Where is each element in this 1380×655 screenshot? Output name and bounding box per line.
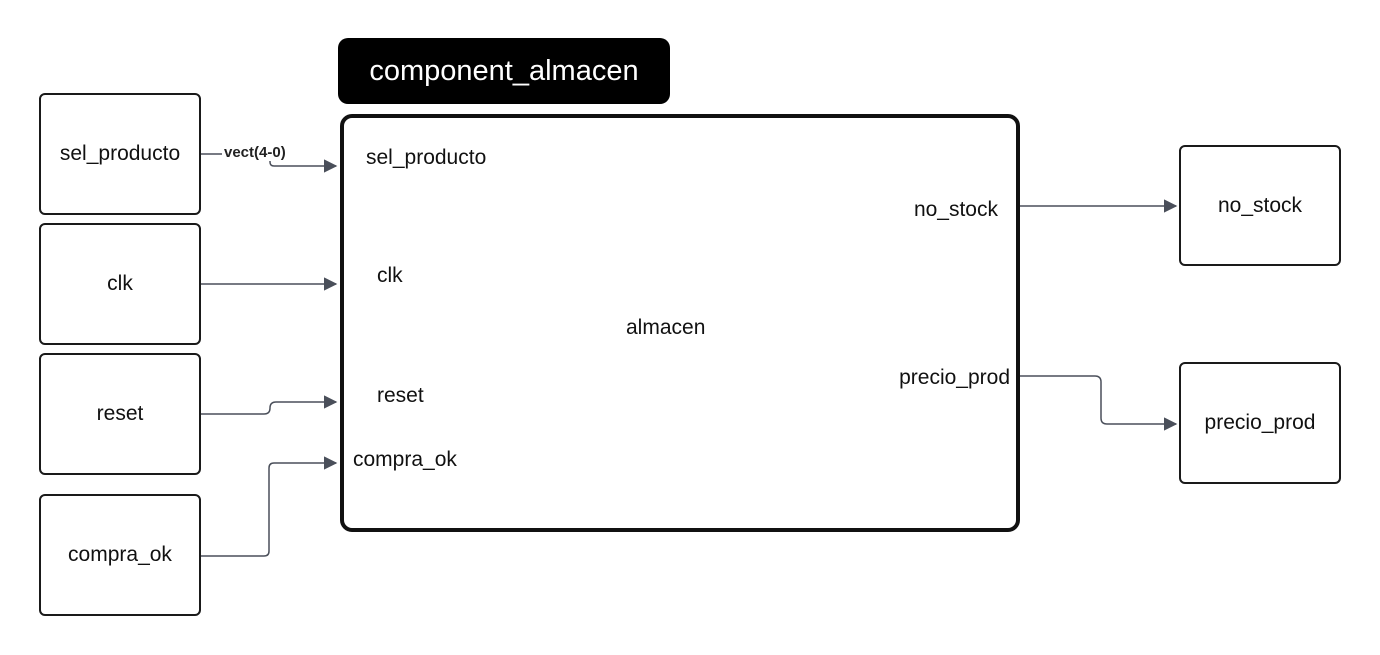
output-node-precio-prod[interactable]: precio_prod <box>1179 362 1341 484</box>
output-node-label: no_stock <box>1217 193 1303 217</box>
port-in-compra-ok: compra_ok <box>353 448 457 471</box>
component-title: component_almacen <box>338 38 670 104</box>
input-node-sel-producto[interactable]: sel_producto <box>39 93 201 215</box>
component-name: almacen <box>626 316 706 339</box>
wire-compra-ok <box>201 456 338 557</box>
input-node-clk[interactable]: clk <box>39 223 201 345</box>
wire-reset <box>201 395 338 415</box>
input-node-reset[interactable]: reset <box>39 353 201 475</box>
input-node-label: sel_producto <box>59 142 181 165</box>
input-node-label: compra_ok <box>68 543 172 566</box>
output-node-label: precio_prod <box>1204 411 1316 434</box>
port-out-no-stock: no_stock <box>913 198 998 221</box>
input-node-compra-ok[interactable]: compra_ok <box>39 494 201 616</box>
edge-label-sel-producto: vect(4-0) <box>222 144 288 161</box>
port-in-sel-producto: sel_producto <box>366 146 487 169</box>
output-node-no-stock[interactable]: no_stock <box>1179 145 1341 266</box>
port-in-clk: clk <box>377 264 403 287</box>
component-block[interactable]: sel_producto clk reset compra_ok no_stoc… <box>340 114 1020 532</box>
input-node-label: clk <box>107 272 133 295</box>
component-title-text: component_almacen <box>369 54 639 87</box>
input-node-label: reset <box>96 402 144 425</box>
wire-precio-prod <box>1020 375 1178 431</box>
port-out-precio-prod: precio_prod <box>899 366 1010 389</box>
port-in-reset: reset <box>377 384 424 407</box>
